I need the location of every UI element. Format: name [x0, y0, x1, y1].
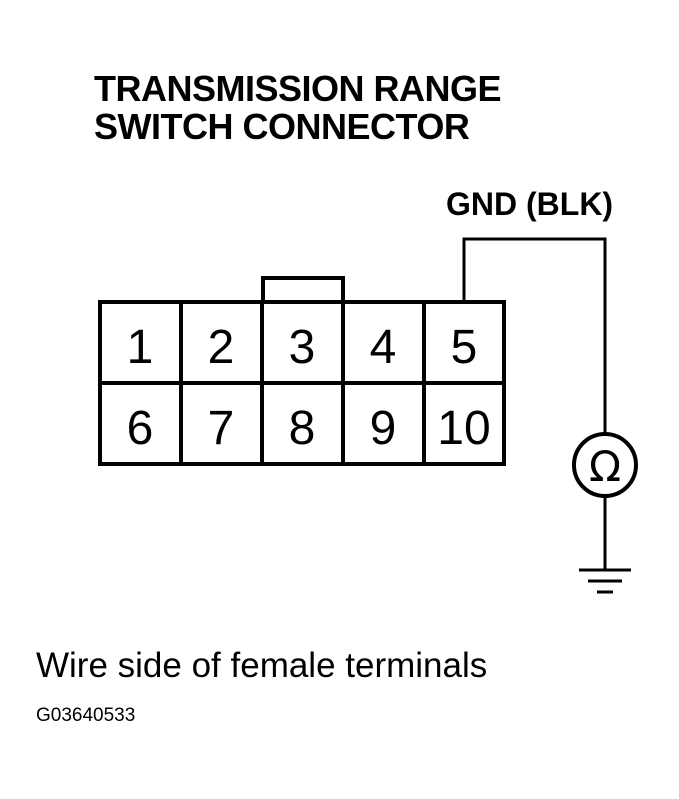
ohm-symbol: Ω — [589, 442, 621, 491]
pin-label: 5 — [451, 321, 478, 374]
diagram-title: TRANSMISSION RANGE SWITCH CONNECTOR — [94, 68, 502, 147]
pin-label: 10 — [437, 402, 490, 455]
ground-symbol-icon — [579, 568, 631, 594]
pin-label: 1 — [127, 321, 154, 374]
pin-label: 6 — [127, 402, 154, 455]
figure-id: G03640533 — [36, 705, 136, 726]
ohmmeter-circle — [572, 432, 638, 498]
pin-label: 7 — [208, 402, 235, 455]
pin-label: 4 — [370, 321, 397, 374]
connector-body — [98, 276, 506, 466]
diagram-caption: Wire side of female terminals — [36, 646, 488, 685]
pin-label: 8 — [289, 402, 316, 455]
pin-labels: 1 2 3 4 5 6 7 8 9 10 — [127, 321, 491, 455]
ground-wire-label: GND (BLK) — [446, 186, 614, 222]
test-lead-wire — [462, 237, 607, 570]
pin-label: 3 — [289, 321, 316, 374]
pin-label: 2 — [208, 321, 235, 374]
pin-label: 9 — [370, 402, 397, 455]
connector-lock-tab — [261, 276, 345, 302]
title-line-2: SWITCH CONNECTOR — [94, 106, 470, 147]
ohmmeter-icon: Ω — [572, 432, 638, 498]
lead-to-pin-5 — [462, 237, 607, 434]
title-line-1: TRANSMISSION RANGE — [94, 68, 502, 109]
